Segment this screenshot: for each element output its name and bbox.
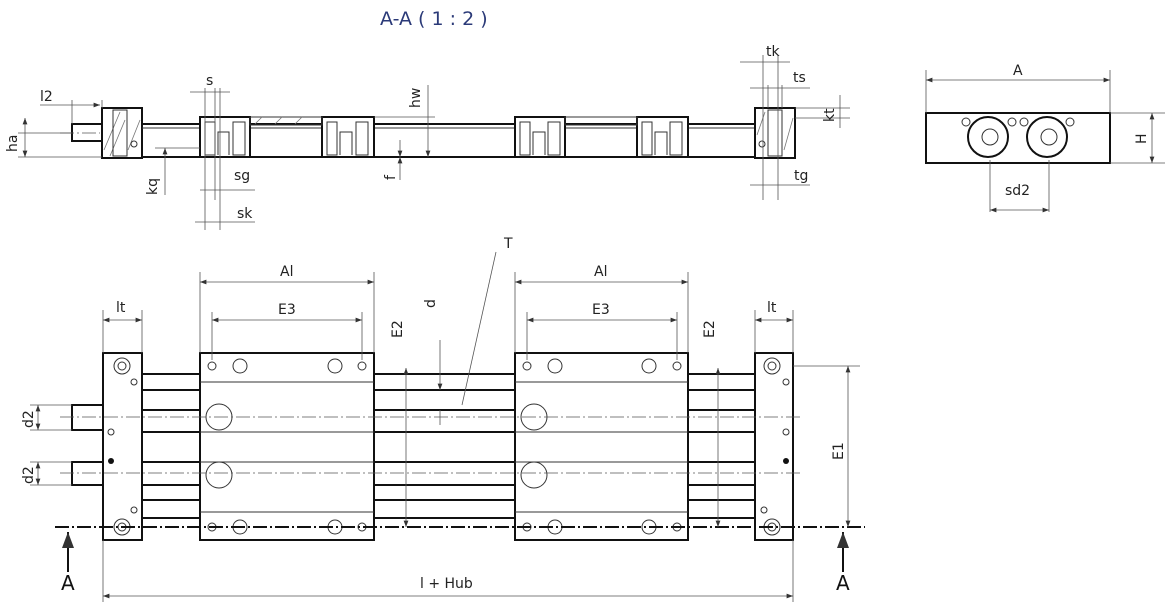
dim-label-ts: ts xyxy=(793,70,806,86)
dim-label-e3-right: E3 xyxy=(592,302,610,318)
section-marker-left: A xyxy=(61,571,75,595)
dim-label-kt: kt xyxy=(822,108,838,122)
dim-label-kq: kq xyxy=(145,178,161,195)
section-view: l2 ha s kq sg sk hw f tk ts kt tg xyxy=(5,44,850,230)
dim-label-d2-bottom: d2 xyxy=(21,466,37,484)
dim-label-s: s xyxy=(206,73,213,89)
dim-label-hw: hw xyxy=(408,88,424,108)
dim-label-tg: tg xyxy=(794,168,808,184)
dim-label-e2-left: E2 xyxy=(390,320,406,338)
dim-label-al-right: Al xyxy=(594,264,607,280)
dim-label-sg: sg xyxy=(234,168,250,184)
dim-label-f: f xyxy=(383,174,399,180)
dim-label-e3-left: E3 xyxy=(278,302,296,318)
dim-label-al-left: Al xyxy=(280,264,293,280)
dim-label-H: H xyxy=(1134,133,1150,144)
dim-label-sd2: sd2 xyxy=(1005,183,1030,199)
dim-label-lt-right: lt xyxy=(767,300,777,316)
dim-label-l2: l2 xyxy=(40,89,53,105)
main-view: lt lt Al Al E3 E3 E2 E2 d T E1 d2 d2 l +… xyxy=(21,236,865,602)
dim-label-e1: E1 xyxy=(831,442,847,460)
callout-label-t: T xyxy=(503,236,513,252)
dim-label-ha: ha xyxy=(5,135,21,152)
dim-label-lt-left: lt xyxy=(116,300,126,316)
dim-label-sk: sk xyxy=(237,206,253,222)
dim-label-d: d xyxy=(423,299,439,308)
dim-label-stroke-length: l + Hub xyxy=(420,576,473,592)
dim-label-A: A xyxy=(1013,63,1023,79)
section-marker-right: A xyxy=(836,571,850,595)
dim-label-e2-right: E2 xyxy=(702,320,718,338)
dim-label-d2-top: d2 xyxy=(21,410,37,428)
dim-label-tk: tk xyxy=(766,44,780,60)
end-view: A H sd2 xyxy=(925,63,1165,213)
drawing-title: A-A ( 1 : 2 ) xyxy=(380,8,488,30)
